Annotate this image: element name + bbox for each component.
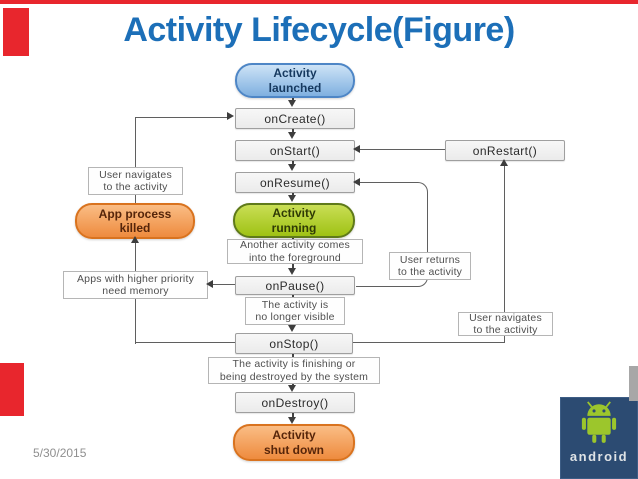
node-label: onStop(): [269, 336, 319, 351]
node-oncreate: onCreate(): [235, 108, 355, 129]
connector-onstop-note: [292, 352, 294, 358]
android-robot-icon: [581, 401, 617, 443]
arrowhead-icon: [288, 100, 296, 107]
note-line: into the foreground: [249, 251, 341, 264]
connector-onstop-onrestart-vertical: [504, 159, 505, 343]
note-line: User navigates: [469, 311, 542, 324]
note-line: Another activity comes: [239, 239, 351, 252]
node-label: onStart(): [269, 143, 321, 158]
note-line: being destroyed by the system: [219, 370, 369, 383]
artifact-red-block-left: [0, 363, 24, 416]
node-app-process-killed: App process killed: [75, 203, 195, 239]
arrowhead-icon: [131, 236, 139, 243]
node-label: running: [271, 220, 317, 235]
connector-launched-oncreate: [292, 94, 294, 103]
node-label: onPause(): [265, 278, 325, 293]
node-label: onResume(): [259, 175, 331, 190]
note-line: no longer visible: [255, 311, 335, 323]
android-logo-text: android: [569, 449, 629, 464]
note-no-longer-visible: The activity is no longer visible: [245, 297, 345, 325]
arrowhead-icon: [288, 385, 296, 392]
slide-date: 5/30/2015: [33, 446, 87, 460]
artifact-top-strip: [0, 0, 638, 4]
connector-onrestart-onstart: [359, 149, 445, 150]
arrowhead-icon: [288, 268, 296, 275]
node-label: shut down: [264, 442, 324, 457]
node-activity-shutdown: Activity shut down: [233, 424, 355, 461]
node-label: Activity: [272, 428, 316, 443]
page-title: Activity Lifecycle(Figure): [123, 11, 515, 49]
note-finishing-destroyed: The activity is finishing or being destr…: [208, 357, 380, 384]
arrowhead-icon: [288, 132, 296, 139]
node-label: onDestroy(): [261, 395, 329, 410]
connector-onstart-onresume: [292, 159, 294, 166]
arrowhead-icon: [288, 195, 296, 202]
arrowhead-icon: [288, 417, 296, 424]
connector-onpause-higher: [206, 284, 235, 285]
note-apps-higher-priority: Apps with higher priority need memory: [63, 271, 208, 299]
node-ondestroy: onDestroy(): [235, 392, 355, 413]
connector-note-onpause: [292, 262, 294, 270]
node-activity-running: Activity running: [233, 203, 355, 238]
arrowhead-icon: [500, 159, 508, 166]
arrowhead-icon: [353, 178, 360, 186]
note-another-activity: Another activity comes into the foregrou…: [227, 239, 363, 264]
arrowhead-icon: [288, 164, 296, 171]
arrowhead-icon: [288, 325, 296, 332]
arrowhead-icon: [353, 145, 360, 153]
note-line: to the activity: [473, 324, 538, 336]
note-line: Apps with higher priority: [76, 272, 195, 285]
node-onrestart: onRestart(): [445, 140, 565, 161]
note-line: User navigates: [99, 168, 172, 181]
node-label: killed: [119, 221, 151, 235]
note-line: to the activity: [103, 181, 168, 193]
node-onstart: onStart(): [235, 140, 355, 161]
connector-onstop-right: [351, 342, 505, 343]
connector-onpause-onresume-loop: [356, 182, 428, 287]
artifact-red-block-topleft: [3, 8, 29, 56]
note-user-navigates-left: User navigates to the activity: [88, 167, 183, 195]
node-onstop: onStop(): [235, 333, 353, 354]
note-line: User returns: [399, 253, 461, 266]
connector-note-ondestroy: [292, 382, 294, 386]
node-label: Activity: [273, 66, 317, 81]
node-onresume: onResume(): [235, 172, 355, 193]
node-activity-launched: Activity launched: [235, 63, 355, 98]
node-label: App process: [98, 206, 172, 221]
node-label: launched: [268, 80, 322, 95]
connector-killed-oncreate: [135, 117, 228, 118]
note-user-returns: User returns to the activity: [389, 252, 471, 280]
note-line: The activity is finishing or: [232, 358, 356, 371]
connector-onstop-left: [135, 342, 235, 343]
connector-ondestroy-shutdown: [292, 411, 294, 418]
connector-oncreate-onstart: [292, 127, 294, 134]
arrowhead-icon: [206, 280, 213, 288]
note-line: need memory: [102, 285, 169, 297]
node-label: onRestart(): [472, 143, 538, 158]
note-line: to the activity: [397, 266, 463, 278]
artifact-gray-bar-right: [629, 366, 638, 401]
android-logo: android: [560, 397, 638, 479]
connector-onpause-note: [292, 293, 294, 298]
node-label: Activity: [272, 206, 316, 221]
arrowhead-icon: [227, 112, 234, 120]
note-line: The activity is: [261, 298, 329, 311]
connector-onresume-running: [292, 191, 294, 197]
note-user-navigates-right: User navigates to the activity: [458, 312, 553, 336]
node-label: onCreate(): [264, 111, 326, 126]
node-onpause: onPause(): [235, 276, 355, 295]
